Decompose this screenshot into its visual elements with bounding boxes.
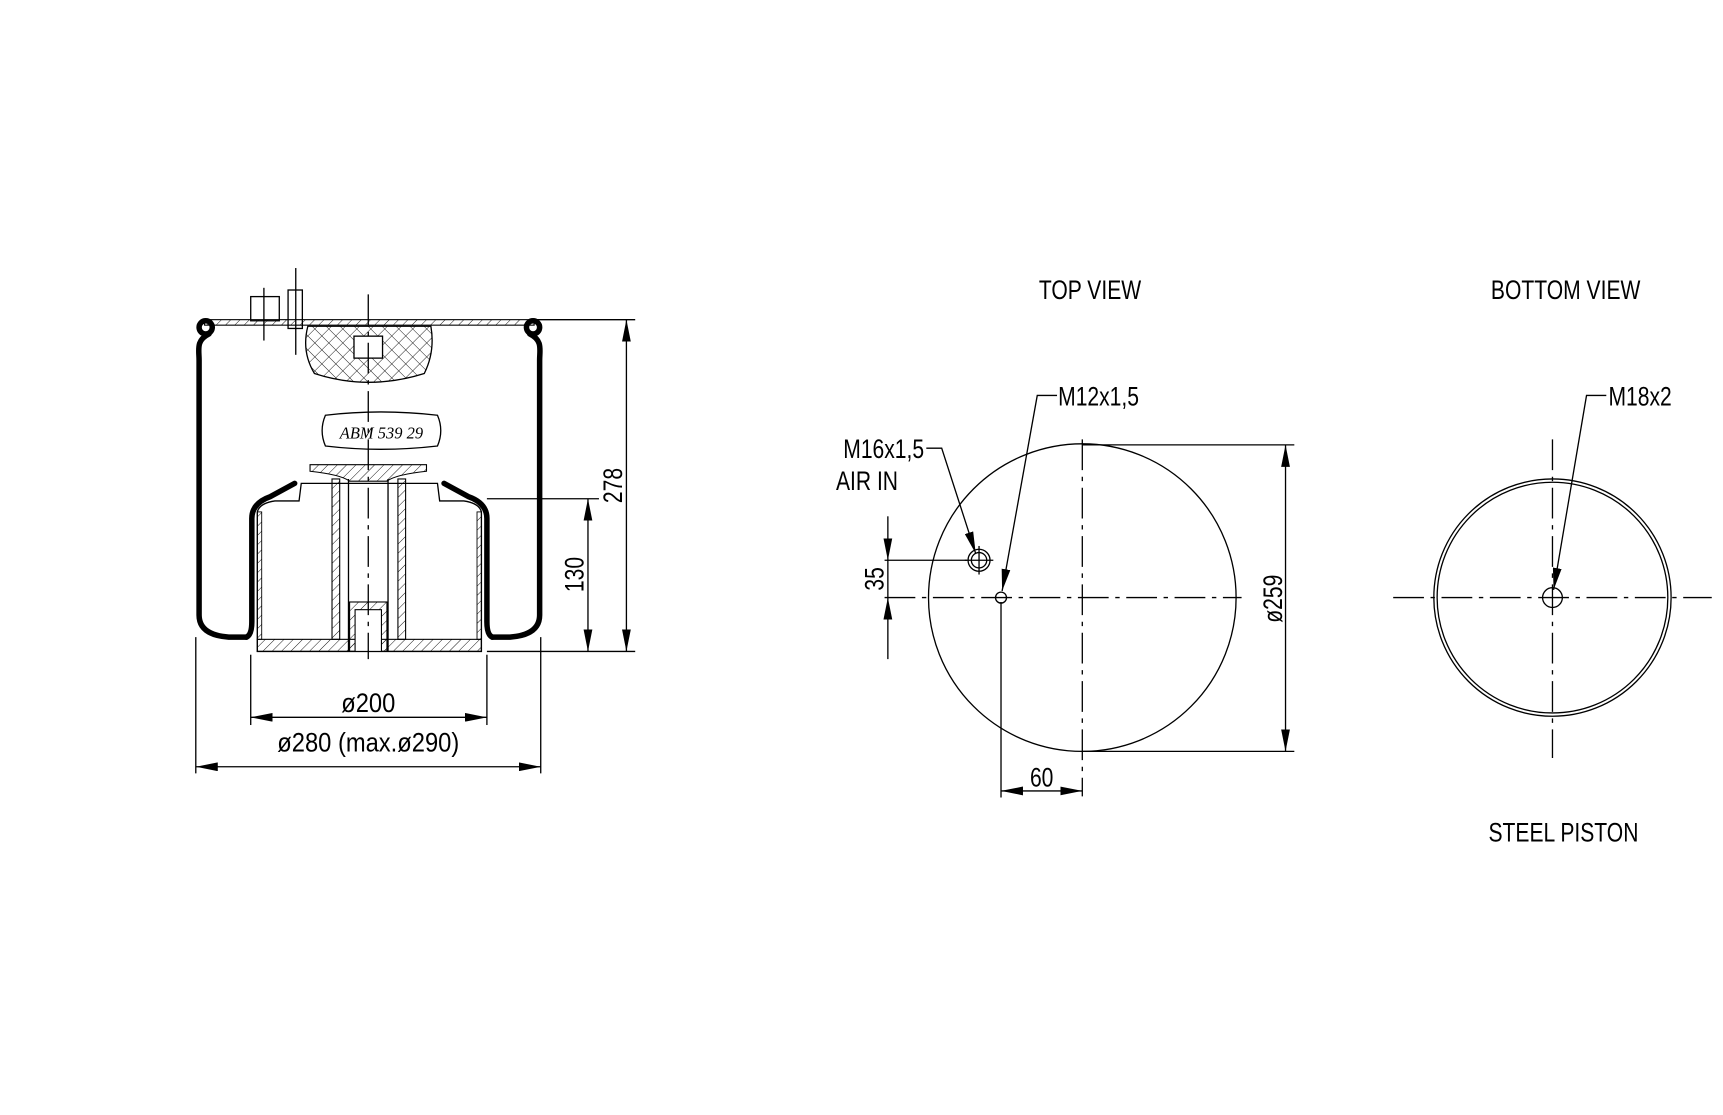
cap-disc bbox=[309, 464, 428, 482]
dim-height-total: 278 bbox=[599, 468, 629, 503]
steel-piston-caption: STEEL PISTON bbox=[1488, 818, 1638, 848]
bellows-right bbox=[489, 331, 543, 640]
bellows-left bbox=[195, 331, 250, 640]
thread-center-label: M12x1,5 bbox=[1058, 382, 1139, 412]
piston-thread-hole bbox=[1541, 587, 1564, 609]
thread-air-label: M16x1,5 bbox=[843, 435, 924, 465]
part-label: ABM 539 29 bbox=[339, 423, 423, 442]
dim-offset-vertical: 35 bbox=[860, 567, 890, 590]
top-view: TOP VIEW M12x1,5 M16x1,5 AIR IN 35 60 ø2… bbox=[836, 276, 1295, 798]
piston-thread-label: M18x2 bbox=[1608, 382, 1671, 412]
dim-diameter: ø259 bbox=[1259, 575, 1289, 623]
dim-offset-horizontal: 60 bbox=[1030, 763, 1053, 793]
part-label-outline bbox=[321, 411, 442, 450]
piston bbox=[256, 482, 483, 653]
bottom-view: BOTTOM VIEW M18x2 STEEL PISTON bbox=[1393, 276, 1712, 848]
bottom-view-title: BOTTOM VIEW bbox=[1491, 276, 1641, 306]
piston-outline-inner bbox=[1436, 481, 1669, 714]
dim-outer-diameter: ø280 (max.ø290) bbox=[277, 728, 459, 757]
air-in-label: AIR IN bbox=[836, 467, 898, 497]
dim-height-piston: 130 bbox=[560, 557, 590, 592]
top-view-title: TOP VIEW bbox=[1039, 276, 1142, 306]
side-section-view: ABM 539 29 278 130 ø200 ø280 (max.ø290) bbox=[195, 268, 636, 774]
fitting-air bbox=[250, 295, 280, 322]
dim-piston-diameter: ø200 bbox=[341, 689, 395, 718]
